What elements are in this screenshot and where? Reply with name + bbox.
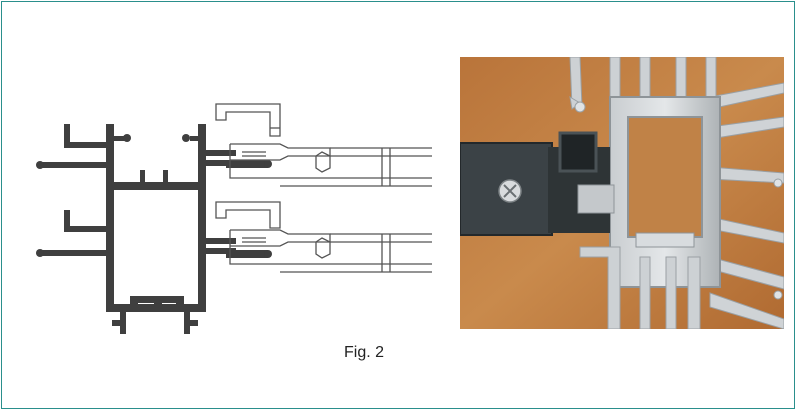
aluminium-profile-photo xyxy=(460,57,784,329)
figure-caption: Fig. 2 xyxy=(344,344,385,361)
profile-cross-section-drawing xyxy=(36,103,432,334)
